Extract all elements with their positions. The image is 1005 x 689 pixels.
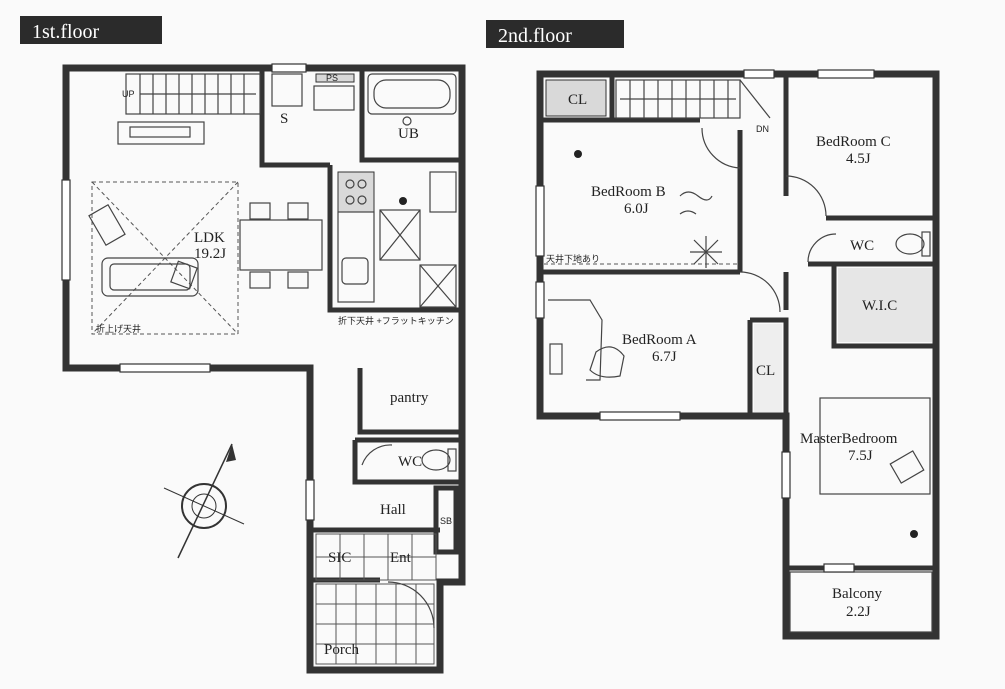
door-swing-icon — [739, 271, 781, 313]
toilet-icon — [421, 448, 457, 472]
svg-text:2nd.floor: 2nd.floor — [498, 25, 572, 47]
tv-unit — [117, 121, 205, 145]
sink-icon — [313, 85, 355, 111]
toy-icon — [679, 210, 697, 215]
porch-label: Porch — [324, 642, 359, 658]
ldk-size: 19.2J — [194, 246, 226, 262]
wall-s-room — [259, 68, 330, 168]
wall-sb — [433, 485, 459, 555]
ub-label: UB — [398, 126, 419, 142]
wall-kitchen — [327, 165, 462, 313]
ldk-label: LDK — [194, 230, 225, 246]
kitchen-sink — [341, 257, 369, 285]
bedroom-c-label: BedRoom C — [816, 134, 891, 150]
window-icon — [119, 363, 211, 373]
window-icon — [535, 281, 545, 319]
toilet-icon — [895, 231, 931, 257]
second-floor-plan: CL DN 天井下地あり BedRoom B 6.0J — [535, 69, 940, 640]
bedroom-c-size: 4.5J — [846, 151, 871, 167]
bedroom-b-size: 6.0J — [624, 201, 649, 217]
hall-label: Hall — [380, 502, 406, 518]
window-icon — [305, 479, 315, 521]
cl-1-label: CL — [568, 92, 587, 108]
wc-1f-label: WC — [398, 454, 422, 470]
master-bedroom-size: 7.5J — [848, 448, 873, 464]
stove-icon — [337, 171, 375, 213]
window-icon — [817, 69, 875, 79]
balcony-label: Balcony — [832, 586, 882, 602]
entry-door-swing — [387, 581, 435, 629]
window-icon — [743, 69, 775, 79]
svg-text:天井下地あり: 天井下地あり — [546, 253, 600, 264]
svg-text:PS: PS — [326, 73, 338, 83]
wall-pantry — [357, 368, 462, 435]
svg-text:折下天井 +フラットキッチン: 折下天井 +フラットキッチン — [338, 315, 454, 326]
wall-wic — [831, 264, 936, 349]
wic-label: W.I.C — [862, 298, 897, 314]
sic-label: SIC — [328, 550, 351, 566]
svg-text:DN: DN — [756, 124, 769, 134]
toy-icon — [679, 191, 713, 201]
door-swing-icon — [785, 175, 827, 217]
bed — [819, 397, 931, 495]
balcony-size: 2.2J — [846, 604, 871, 620]
svg-text:UP: UP — [122, 89, 135, 99]
wall-bath — [359, 68, 462, 163]
master-bedroom-label: MasterBedroom — [800, 431, 898, 447]
washing-machine — [271, 73, 303, 107]
window-icon — [61, 179, 71, 281]
window-icon — [823, 563, 855, 573]
plant-icon — [690, 236, 722, 268]
svg-text:1st.floor: 1st.floor — [32, 21, 100, 43]
svg-text:折上げ天井: 折上げ天井 — [96, 323, 141, 334]
wc-2f-label: WC — [850, 238, 874, 254]
svg-text:SB: SB — [440, 516, 452, 526]
title-2nd-floor: 2nd.floor — [486, 20, 624, 48]
window-icon — [599, 411, 681, 421]
s-room-label: S — [280, 111, 288, 127]
title-1st-floor: 1st.floor — [20, 16, 162, 44]
window-icon — [781, 451, 791, 499]
cl-2-label: CL — [756, 363, 775, 379]
raised-ceiling-area — [91, 181, 239, 335]
stairs-1f: UP — [122, 73, 261, 115]
door-swing-icon — [361, 444, 393, 466]
pantry-label: pantry — [390, 390, 429, 406]
wall-stairs — [609, 74, 700, 123]
dining-table — [239, 202, 323, 289]
desk-chair — [548, 299, 625, 381]
bedroom-a-label: BedRoom A — [622, 332, 697, 348]
bedroom-a-size: 6.7J — [652, 349, 677, 365]
compass-icon — [163, 443, 245, 559]
first-floor-plan: UP 折上げ天井 LDK 19.2J PS — [61, 63, 466, 674]
ent-label: Ent — [390, 550, 412, 566]
wall-cl2 — [750, 317, 789, 416]
door-swing-icon — [807, 233, 837, 263]
sofa-icon — [88, 203, 199, 297]
stairs-2f: DN — [615, 79, 771, 134]
bedroom-b-label: BedRoom B — [591, 184, 666, 200]
window-icon — [271, 63, 307, 73]
window-icon — [535, 185, 545, 257]
wall-wc — [352, 437, 462, 485]
bathtub-icon — [367, 73, 457, 115]
door-swing-icon — [701, 127, 741, 169]
